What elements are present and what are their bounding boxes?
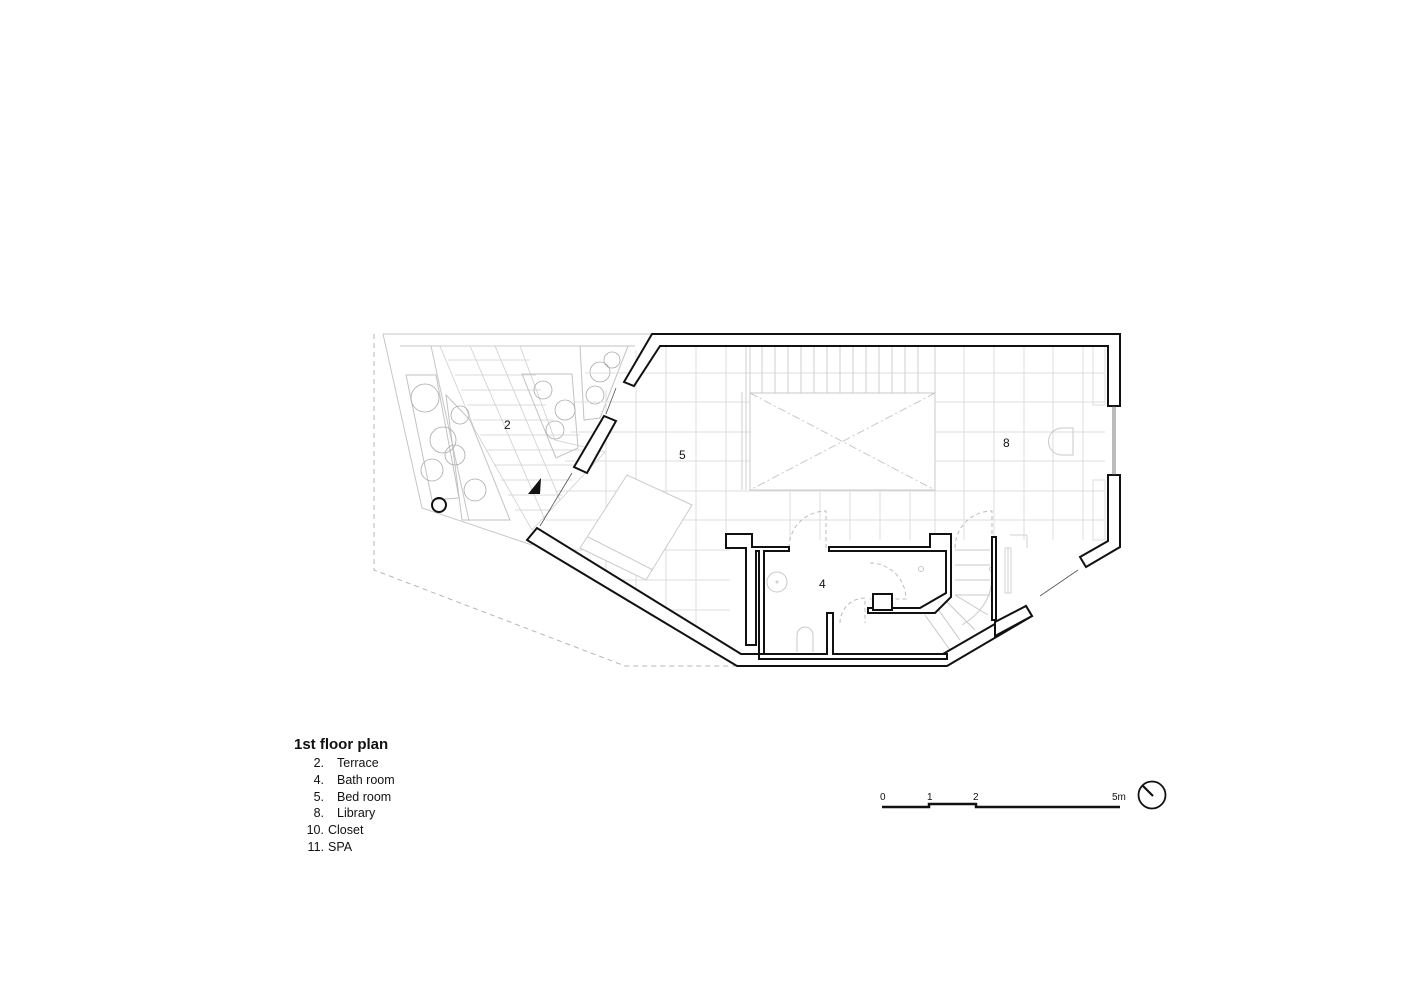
legend-number: 4. [313,772,324,787]
scale-label-2: 2 [973,792,979,803]
legend-number: 10. [306,823,324,838]
legend-item: 5. Bed room [294,789,395,806]
legend-title: 1st floor plan [294,736,389,753]
terrace-paving [439,345,606,531]
room-tag-terrace: 2 [504,418,511,432]
library-shelf [1092,344,1106,541]
legend-number: 2. [313,756,324,770]
door-swings [788,510,993,624]
terrace-column [431,497,447,513]
entry-arrow-icon [528,478,541,494]
legend-room-name: Bath room [337,772,395,787]
plant-symbols [410,351,621,502]
legend-item: 8. Library [294,805,395,822]
legend-list: 2. Terrace 4. Bath room 5. Bed room 8. L… [294,755,395,856]
void-opening [749,392,936,491]
room-tag-library: 8 [1003,436,1010,450]
legend-room-name: SPA [328,839,353,854]
room-tag-bathroom: 4 [819,577,826,591]
exterior-walls [525,333,1121,667]
bed [579,474,693,581]
legend-room-name: Closet [328,823,364,838]
scale-label-1: 1 [927,792,933,803]
planters [405,345,629,521]
site-boundary [373,334,735,667]
legend-number: 8. [313,806,324,821]
legend-item: 10. Closet [294,822,395,839]
legend-number: 5. [313,789,324,804]
legend-number: 11. [307,839,324,854]
scale-label-0: 0 [880,792,886,803]
legend-room-name: Library [337,806,376,821]
north-arrow-icon [1137,780,1167,810]
legend-item: 4. Bath room [294,772,395,789]
legend-item: 2. Terrace [294,755,395,772]
legend-item: 11. SPA [294,839,395,856]
legend-room-name: Bed room [337,789,392,804]
scale-label-5m: 5m [1112,792,1126,803]
windows [539,387,1116,597]
closet-shelf [1004,534,1028,594]
legend: 1st floor plan 2. Terrace 4. Bath room 5… [294,736,395,856]
room-tag-bedroom: 5 [679,448,686,462]
legend-room-name: Terrace [337,756,379,770]
library-chair [1048,427,1074,456]
interior-walls [725,533,997,660]
